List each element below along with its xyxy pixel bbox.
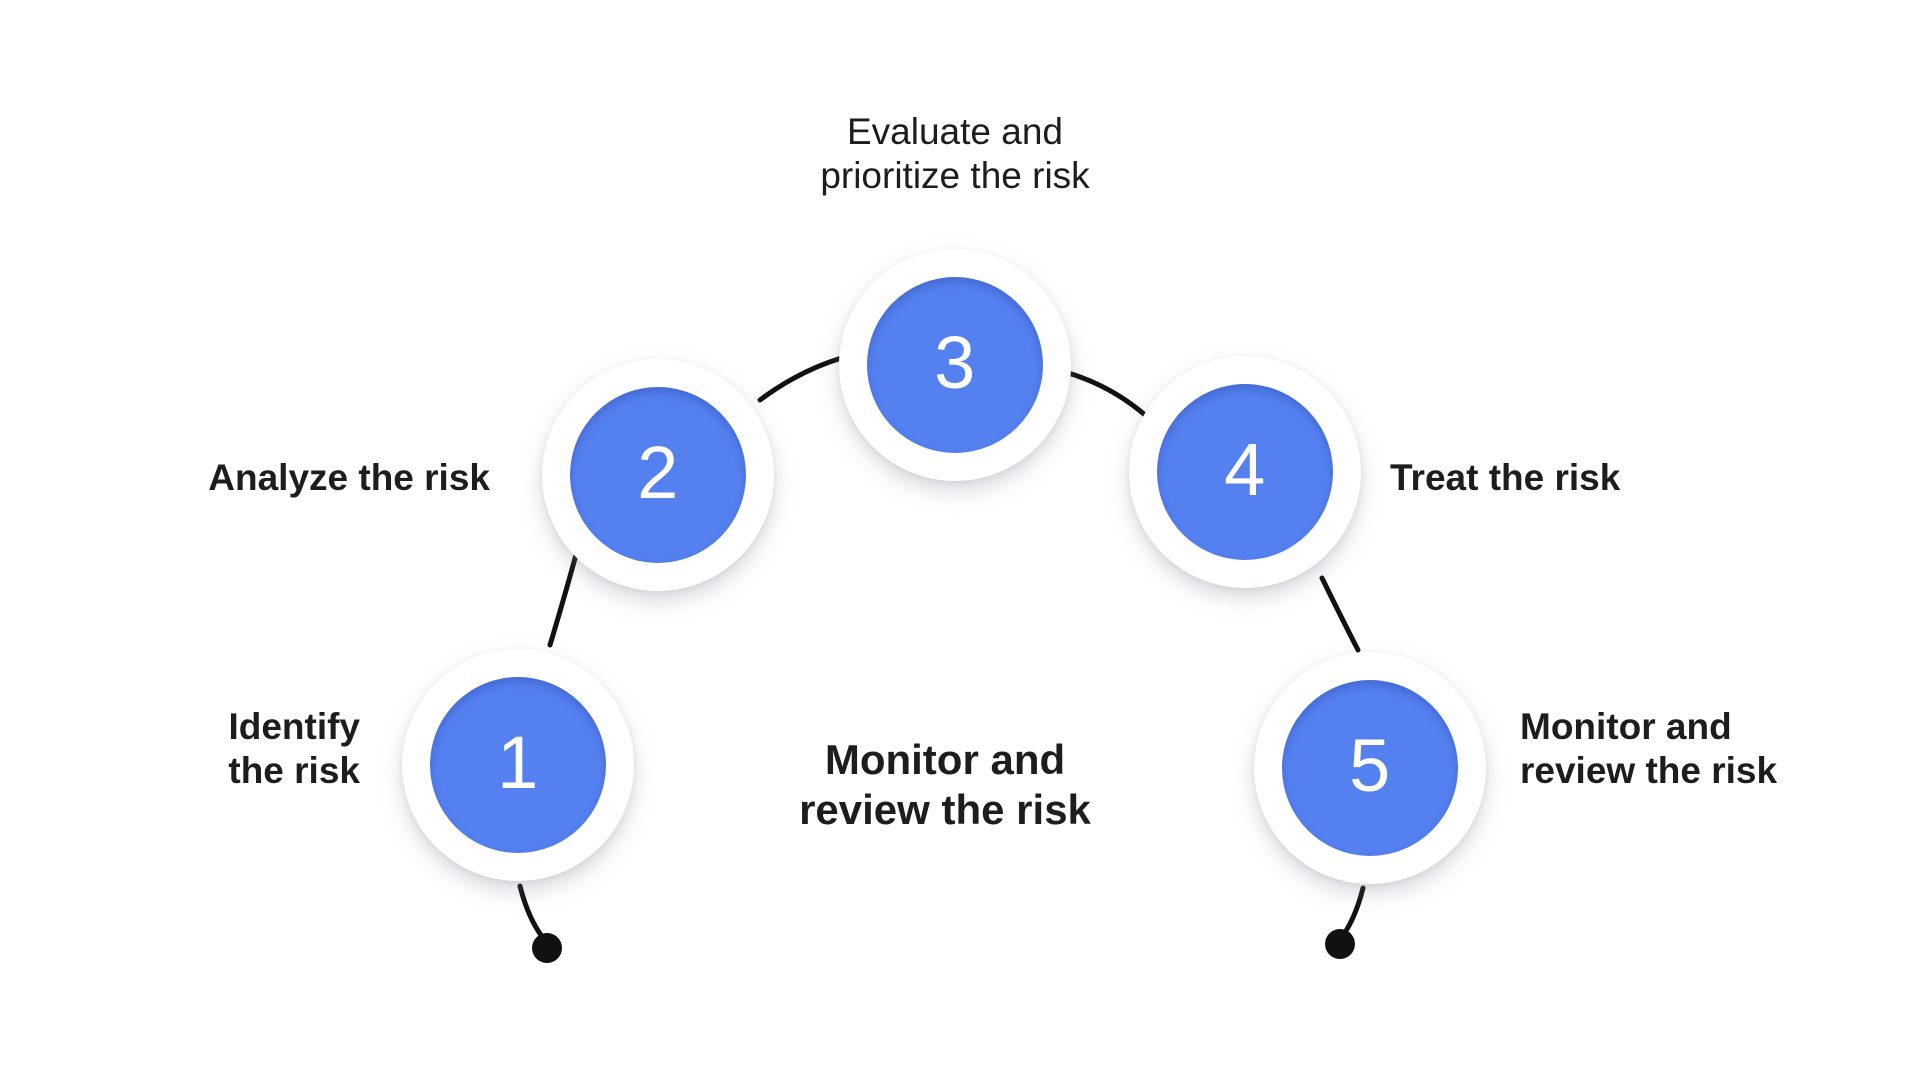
label-center-monitor-review: Monitor and review the risk xyxy=(799,736,1091,834)
label-step-3: Evaluate and prioritize the risk xyxy=(820,111,1090,197)
node-step-1[interactable]: 1 xyxy=(402,649,634,881)
node-number-3: 3 xyxy=(934,321,976,404)
tail-end-dot-left xyxy=(532,933,562,963)
connector-3-to-4 xyxy=(1062,369,1148,418)
node-number-4: 4 xyxy=(1224,428,1266,511)
node-core-4: 4 xyxy=(1157,384,1333,560)
tail-from-5 xyxy=(1341,885,1366,937)
connector-4-to-5 xyxy=(1319,575,1361,653)
node-core-5: 5 xyxy=(1282,680,1458,856)
node-core-1: 1 xyxy=(430,677,606,853)
label-step-1: Identify the risk xyxy=(228,706,360,792)
node-number-2: 2 xyxy=(637,431,679,514)
label-step-4: Treat the risk xyxy=(1390,457,1621,498)
node-number-5: 5 xyxy=(1349,724,1391,807)
node-step-2[interactable]: 2 xyxy=(542,359,774,591)
label-step-2: Analyze the risk xyxy=(208,457,490,498)
node-step-4[interactable]: 4 xyxy=(1129,356,1361,588)
connector-2-to-3 xyxy=(757,354,848,403)
tail-end-dot-right xyxy=(1325,929,1355,959)
node-core-3: 3 xyxy=(867,277,1043,453)
node-core-2: 2 xyxy=(570,387,746,563)
node-step-5[interactable]: 5 xyxy=(1254,652,1486,884)
node-number-1: 1 xyxy=(497,721,539,804)
tail-from-1 xyxy=(517,883,546,941)
node-step-3[interactable]: 3 xyxy=(839,249,1071,481)
label-step-5: Monitor and review the risk xyxy=(1520,706,1778,792)
